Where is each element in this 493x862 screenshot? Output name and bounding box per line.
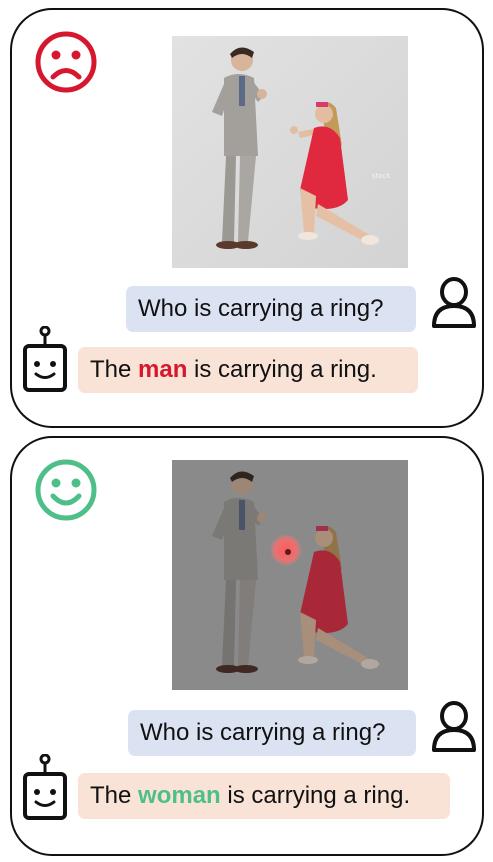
man-figure xyxy=(212,47,267,249)
answer-highlight-wrong: man xyxy=(138,356,188,383)
user-question-bubble: Who is carrying a ring? xyxy=(126,286,416,332)
robot-icon xyxy=(23,326,67,392)
answer-prefix: The xyxy=(90,356,139,383)
woman-figure-dim xyxy=(298,526,379,669)
happy-face-icon xyxy=(35,459,97,521)
bot-answer-bubble: The man is carrying a ring. xyxy=(78,347,418,393)
question-text: Who is carrying a ring? xyxy=(138,295,384,322)
example-panel-incorrect: stock Who is carrying a ring? The man is… xyxy=(10,8,484,428)
answer-suffix: is carrying a ring. xyxy=(187,356,377,383)
user-question-bubble: Who is carrying a ring? xyxy=(128,710,416,756)
user-icon xyxy=(432,277,476,328)
svg-text:stock: stock xyxy=(372,172,392,180)
question-text: Who is carrying a ring? xyxy=(140,719,386,746)
proposal-photo-attention xyxy=(172,460,408,690)
user-icon xyxy=(432,701,476,752)
woman-figure xyxy=(290,102,379,245)
answer-prefix: The xyxy=(90,782,139,809)
sad-face-icon xyxy=(35,31,97,93)
answer-suffix: is carrying a ring. xyxy=(220,782,411,809)
bot-answer-bubble: The woman is carrying a ring. xyxy=(78,773,450,819)
man-figure-dim xyxy=(212,471,267,673)
robot-icon xyxy=(23,754,67,820)
proposal-photo: stock xyxy=(172,36,408,268)
answer-highlight-correct: woman xyxy=(138,782,221,809)
example-panel-correct: Who is carrying a ring? The woman is car… xyxy=(10,436,484,856)
